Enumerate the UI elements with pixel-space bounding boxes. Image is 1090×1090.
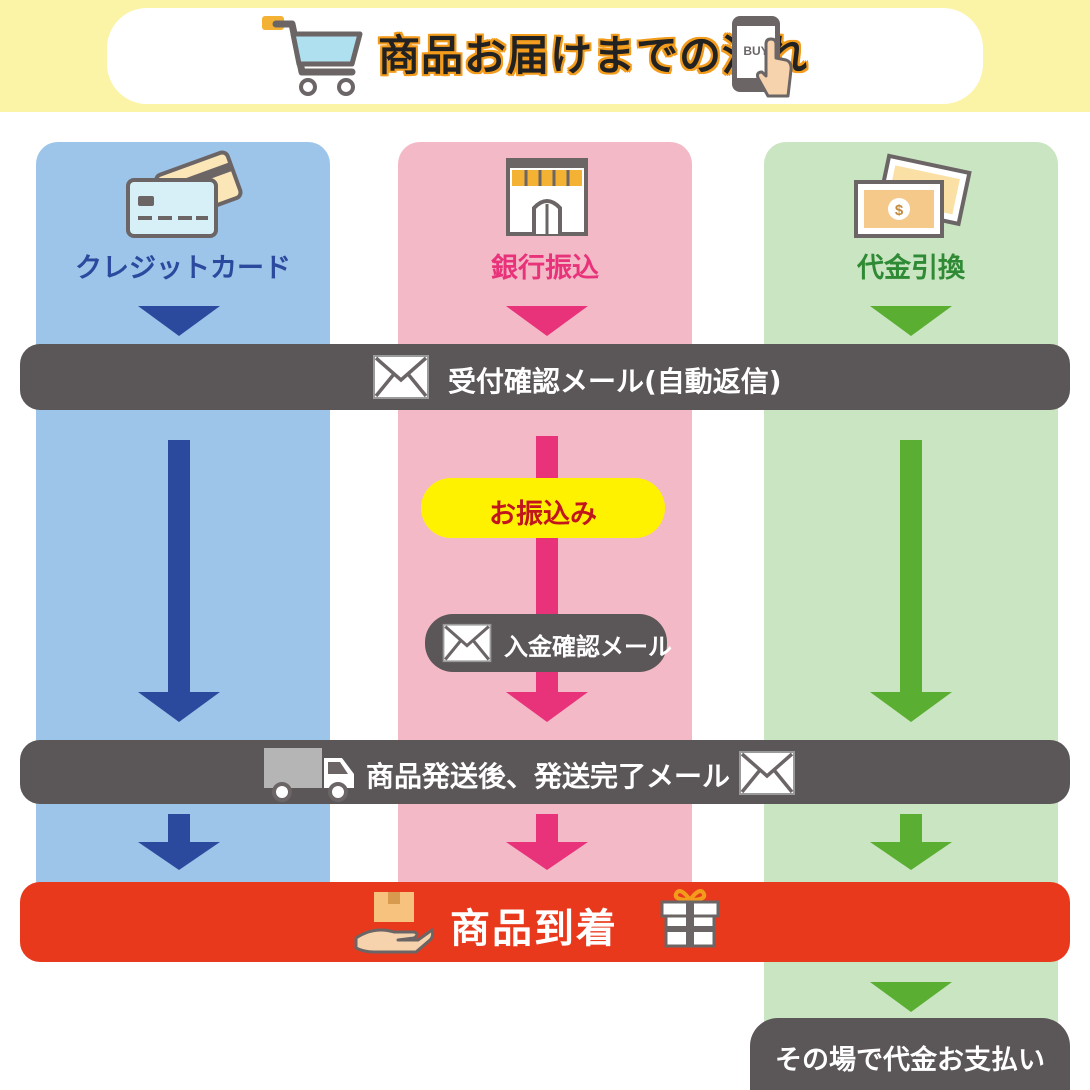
bank-down-arrow-1 (506, 306, 588, 336)
pay-on-site-text: その場で代金お支払い (775, 1045, 1045, 1076)
bank-transfer-badge (421, 478, 665, 538)
title-pill (107, 8, 983, 104)
shopping-cart-icon (262, 16, 363, 96)
bill-symbol: $ (895, 202, 904, 219)
shipping-notice-bar (20, 740, 1070, 804)
pay-on-site-pill (750, 1018, 1070, 1090)
mail-icon (373, 355, 429, 399)
credit-down-arrow-2 (138, 440, 220, 722)
cod-down-arrow-4 (870, 982, 952, 1012)
shipping-notice-text: 商品発送後、発送完了メール (366, 760, 731, 793)
credit-down-arrow-1 (138, 306, 220, 336)
order-confirmation-text: 受付確認メール(自動返信) (448, 365, 782, 398)
bank-transfer-badge-text: お振込み (489, 499, 597, 530)
hand-with-package-icon (354, 892, 435, 954)
arrival-text: 商品到着 (450, 906, 618, 952)
smartphone-buy-icon: BUY (732, 16, 793, 98)
order-confirmation-bar (20, 344, 1070, 410)
cod-down-arrow-3 (870, 814, 952, 870)
bank-transfer-label: 銀行振込 (491, 253, 599, 284)
payment-confirmation-text: 入金確認メール (504, 633, 672, 661)
cash-on-delivery-label: 代金引換 (857, 253, 965, 284)
cod-down-arrow-2 (870, 440, 952, 722)
bank-storefront-icon (506, 158, 588, 236)
credit-down-arrow-3 (138, 814, 220, 870)
cash-bills-icon: $ (854, 153, 972, 238)
mail-icon (442, 623, 492, 663)
gift-box-icon (660, 889, 720, 948)
cod-down-arrow-1 (870, 306, 952, 336)
credit-card-label: クレジットカード (75, 253, 291, 284)
bank-down-arrow-3 (506, 814, 588, 870)
delivery-truck-icon (264, 748, 354, 802)
mail-icon (739, 751, 795, 795)
buy-label: BUY (743, 44, 768, 58)
arrival-bar (20, 882, 1070, 962)
credit-card-icon (126, 150, 243, 238)
